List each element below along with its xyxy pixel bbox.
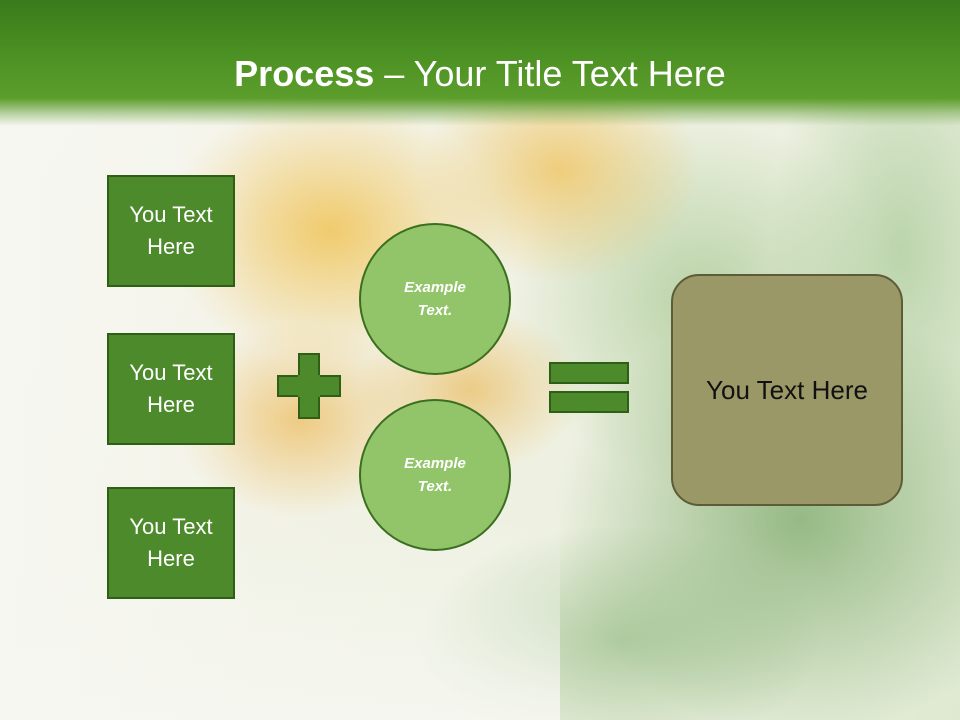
text-box-label: You Text Here	[129, 202, 213, 259]
background-fade-bottom	[0, 520, 560, 720]
text-box-2[interactable]: You Text Here	[107, 333, 235, 445]
plus-icon[interactable]	[277, 353, 341, 419]
text-box-1[interactable]: You Text Here	[107, 175, 235, 287]
text-box-label: You Text Here	[129, 514, 213, 571]
circle-label: Example Text.	[404, 279, 466, 319]
equals-icon-top-bar[interactable]	[549, 362, 629, 384]
equals-icon-bottom-bar[interactable]	[549, 391, 629, 413]
title-bold: Process	[234, 53, 375, 94]
slide-title[interactable]: Process – Your Title Text Here	[0, 52, 960, 96]
text-box-label: You Text Here	[129, 360, 213, 417]
result-box[interactable]: You Text Here	[671, 274, 903, 506]
example-circle-2[interactable]: Example Text.	[359, 399, 511, 551]
title-bar	[0, 0, 960, 126]
title-rest: – Your Title Text Here	[374, 53, 726, 94]
text-box-3[interactable]: You Text Here	[107, 487, 235, 599]
circle-label: Example Text.	[404, 455, 466, 495]
plus-horizontal-bar	[277, 375, 341, 397]
result-label: You Text Here	[706, 375, 868, 405]
example-circle-1[interactable]: Example Text.	[359, 223, 511, 375]
